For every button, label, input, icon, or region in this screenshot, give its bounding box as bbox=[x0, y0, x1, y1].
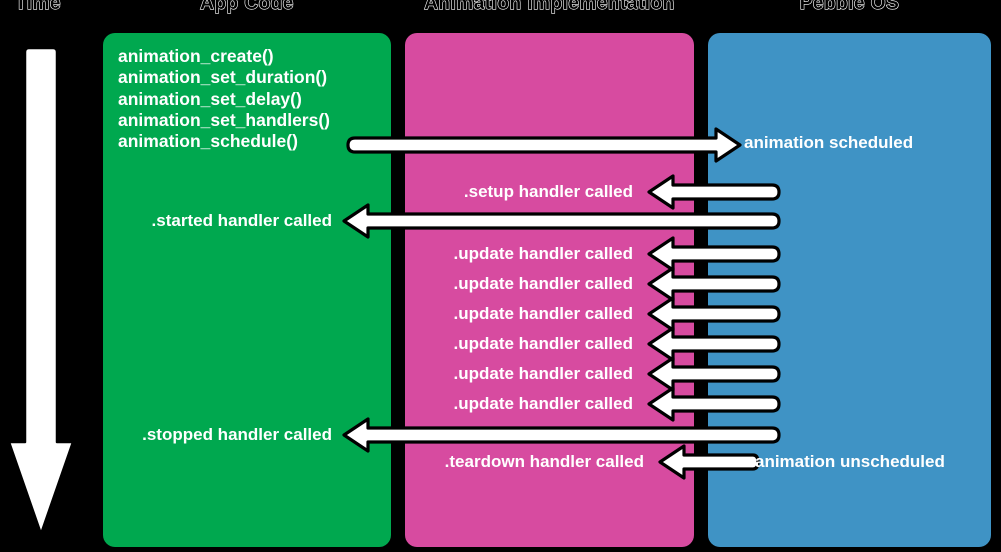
column-header-pebble-os: Pebble OS bbox=[799, 0, 900, 15]
event-label-update-handler-1: .update handler called bbox=[453, 244, 634, 263]
event-label-animation-scheduled: animation scheduled bbox=[744, 133, 914, 152]
event-label-update-handler-4: .update handler called bbox=[453, 334, 634, 353]
event-label-update-handler-6: .update handler called bbox=[453, 394, 634, 413]
event-label-update-handler-5: .update handler called bbox=[453, 364, 634, 383]
event-label-update-handler-3: .update handler called bbox=[453, 304, 634, 323]
column-header-animation-implementation: Animation Implementation bbox=[424, 0, 675, 15]
lane-animation-implementation bbox=[405, 33, 694, 547]
event-label-animation-unscheduled: animation unscheduled bbox=[755, 452, 945, 471]
column-header-app-code: App Code bbox=[200, 0, 294, 15]
event-label-update-handler-2: .update handler called bbox=[453, 274, 634, 293]
event-label-setup-handler: .setup handler called bbox=[463, 182, 633, 201]
event-label-started-handler: .started handler called bbox=[151, 211, 332, 230]
time-down-arrow-icon bbox=[7, 46, 75, 536]
lane-app-code bbox=[103, 33, 391, 547]
event-label-teardown-handler: .teardown handler called bbox=[444, 452, 644, 471]
column-header-time: Time bbox=[14, 0, 61, 15]
event-label-stopped-handler: .stopped handler called bbox=[142, 425, 332, 444]
app-code-call-list: animation_create() animation_set_duratio… bbox=[118, 46, 330, 152]
